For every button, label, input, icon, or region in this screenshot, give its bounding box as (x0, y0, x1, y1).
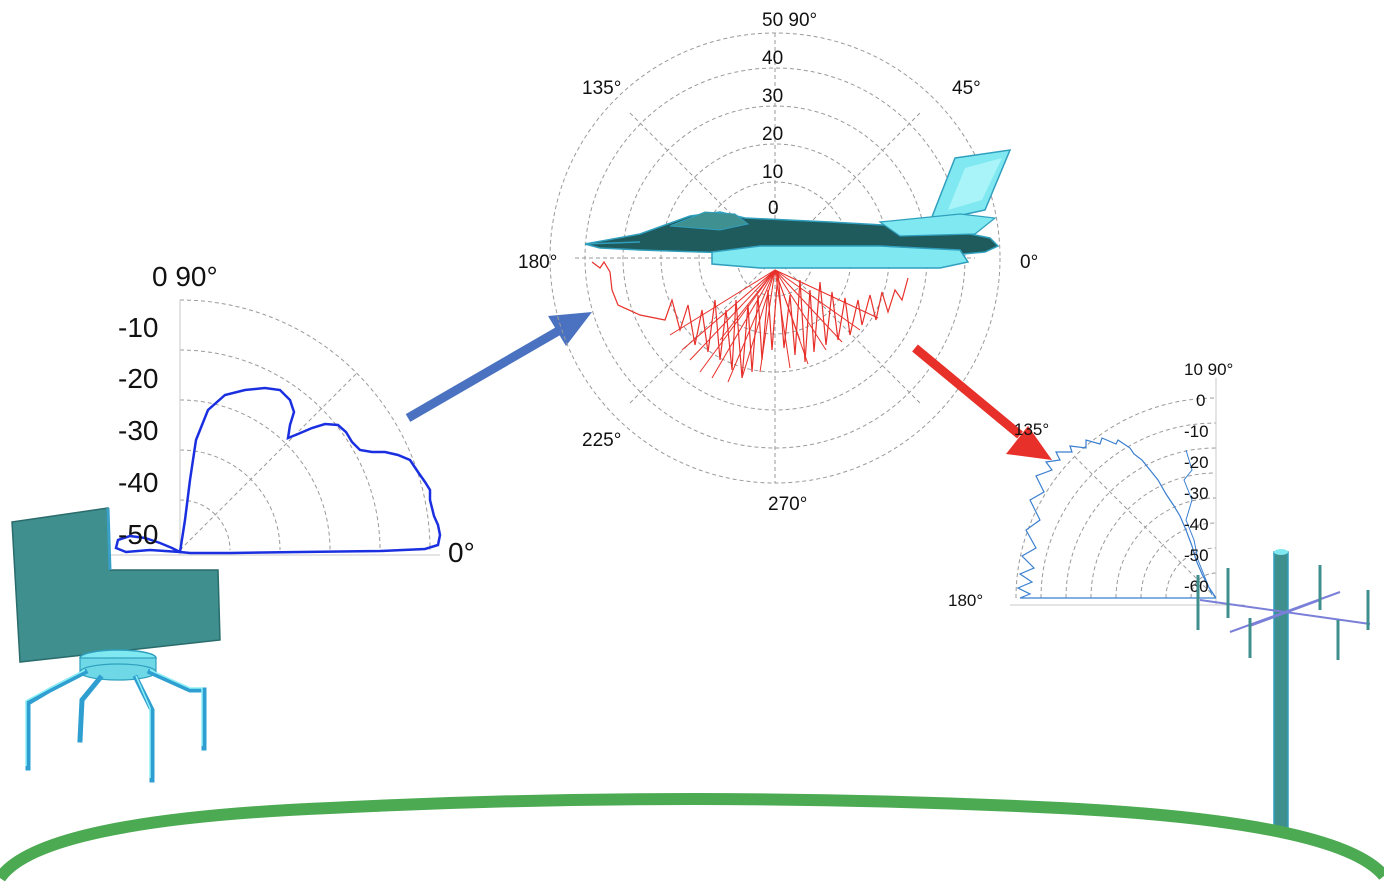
receiver-pattern-inner (1183, 449, 1213, 596)
aircraft-tick-1: 40 (762, 48, 783, 69)
receiver-angle-180: 180° (948, 591, 983, 610)
aircraft-angle-180: 180° (518, 252, 557, 273)
transmitter-angle-0: 0° (448, 537, 475, 568)
aircraft-angle-270: 270° (768, 494, 807, 515)
aircraft-angle-225: 225° (582, 430, 621, 451)
aircraft-angle-labels: 135° 45° 180° 0° 225° 270° (518, 78, 1038, 515)
aircraft-tick-3: 20 (762, 124, 783, 145)
fighter-jet-icon (584, 149, 1012, 269)
receiver-tick-1: 0 (1196, 391, 1205, 410)
transmitter-radial-ticks: 0 90° -10 -20 -30 -40 -50 (118, 261, 218, 550)
transmitter-tick-3: -30 (118, 415, 158, 446)
aircraft-angle-0: 0° (1020, 252, 1038, 273)
scatter-pattern-spikes (669, 269, 879, 383)
receiver-plot-grid (1010, 378, 1245, 606)
transmitter-tick-2: -20 (118, 363, 158, 394)
aircraft-tick-0: 50 90° (762, 10, 817, 31)
receiver-pattern-curve (1016, 437, 1217, 599)
aircraft-angle-135: 135° (582, 78, 621, 99)
transmitter-pattern-curve (114, 386, 442, 555)
transmitter-polar-plot: 0 90° -10 -20 -30 -40 -50 0° (110, 261, 475, 568)
aircraft-polar-plot: 50 90° 40 30 20 10 0 135° 45° 180° 0° 22… (518, 10, 1038, 515)
receiver-angle-135: 135° (1014, 420, 1049, 439)
incident-wave-arrow (405, 312, 592, 422)
transmitter-tick-0: 0 90° (152, 261, 218, 292)
aircraft-tick-5: 0 (768, 198, 779, 219)
scatter-pattern-curve (591, 260, 909, 379)
transmitter-plot-grid (110, 299, 440, 556)
receiver-tick-0: 10 90° (1184, 360, 1233, 379)
receiver-tick-4: -30 (1184, 484, 1209, 503)
receiver-radial-ticks: 10 90° 0 -10 -20 -30 -40 -50 -60 (1184, 360, 1233, 596)
receiver-tick-6: -50 (1184, 546, 1209, 565)
aircraft-tick-2: 30 (762, 86, 783, 107)
aircraft-angle-45: 45° (952, 78, 981, 99)
receiver-tick-2: -10 (1184, 422, 1209, 441)
aircraft-tick-4: 10 (762, 162, 783, 183)
scattered-wave-arrow (912, 344, 1052, 460)
aircraft-radial-ticks: 50 90° 40 30 20 10 0 (762, 10, 817, 219)
ground-earth-curve (0, 793, 1384, 882)
receiver-polar-plot: 10 90° 0 -10 -20 -30 -40 -50 -60 135° 18… (948, 360, 1245, 610)
receiver-tick-3: -20 (1184, 453, 1209, 472)
receiver-antenna-mast-icon (1196, 549, 1371, 829)
transmitter-tick-5: -50 (118, 519, 158, 550)
transmitter-tick-4: -40 (118, 467, 158, 498)
receiver-tick-7: -60 (1184, 577, 1209, 596)
transmitter-tick-1: -10 (118, 312, 158, 343)
radar-antenna-icon (11, 507, 221, 783)
receiver-tick-5: -40 (1184, 515, 1209, 534)
